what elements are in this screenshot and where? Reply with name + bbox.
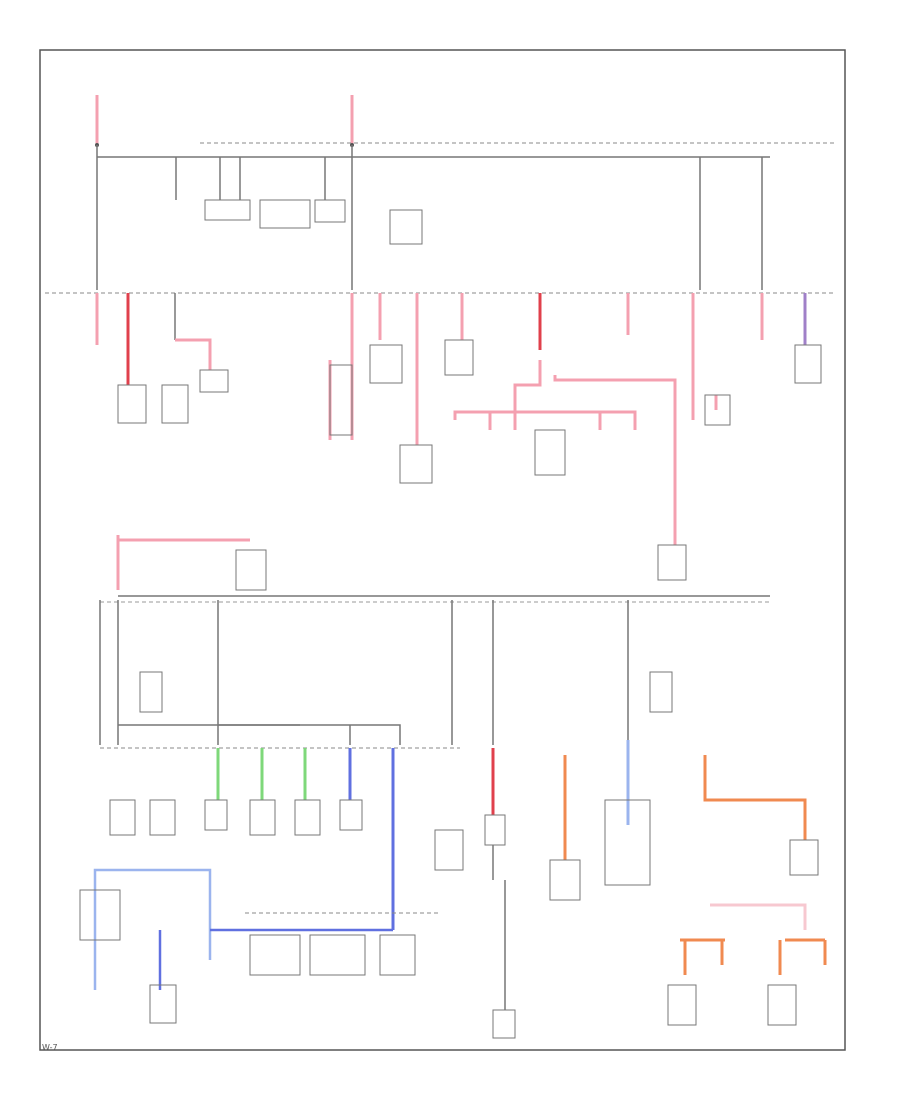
top-vertical-wires: [96, 145, 763, 290]
lower-left-blue-harness: [93, 868, 393, 990]
splice-dots: [95, 143, 354, 147]
diagram-border: [39, 49, 846, 1051]
top-components: [204, 199, 423, 245]
third-row-wires: [99, 600, 629, 745]
lower-components: [79, 799, 819, 1039]
second-row-wires: [95, 293, 807, 445]
lower-colored-wires: [216, 740, 827, 975]
left-red-harness: [116, 535, 250, 590]
row3-components: [139, 671, 673, 713]
footer-code: W-7: [42, 1043, 58, 1052]
pink-harness-mid: [453, 350, 718, 545]
ground-wires: [245, 845, 506, 1010]
mid-components: [117, 339, 822, 591]
top-power-feeds: [95, 95, 354, 145]
